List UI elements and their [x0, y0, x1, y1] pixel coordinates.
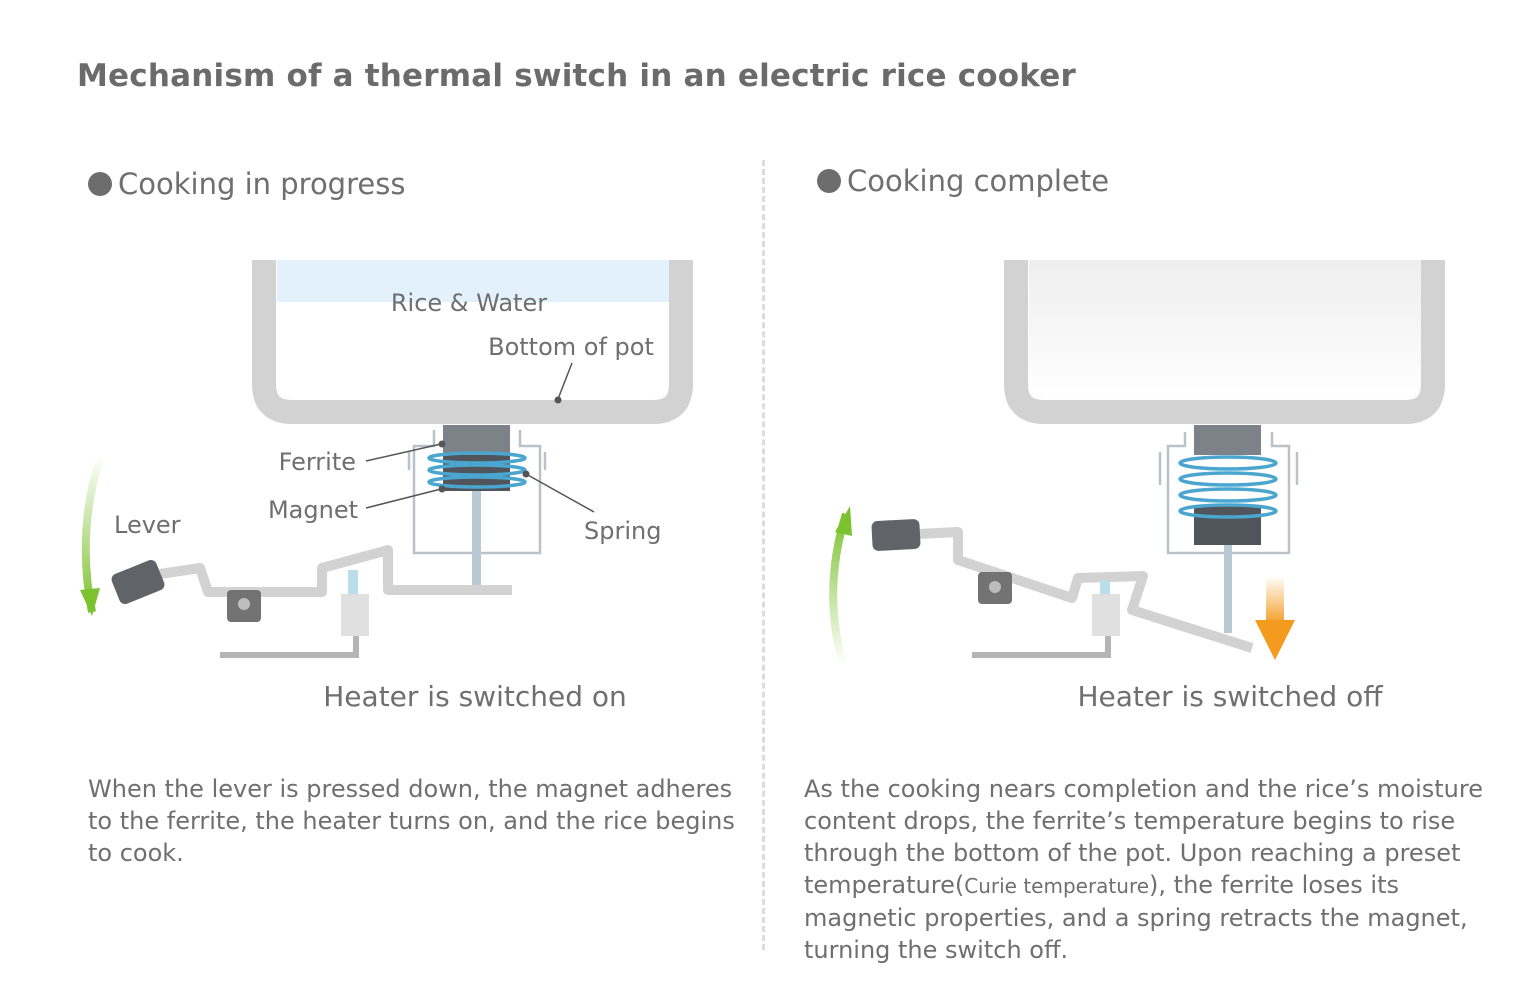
left-lever-handle — [111, 559, 165, 605]
bullet-icon — [817, 169, 841, 193]
label-lever: Lever — [114, 511, 181, 539]
left-heading-text: Cooking in progress — [118, 167, 406, 201]
right-spring-coil — [1178, 455, 1278, 519]
left-spring-coil — [427, 451, 527, 489]
rice-water — [277, 260, 669, 302]
left-ferrite — [443, 425, 510, 455]
left-wire — [220, 636, 359, 658]
bullet-icon — [88, 172, 112, 196]
right-description: As the cooking nears completion and the … — [804, 775, 1483, 964]
right-pot — [1004, 260, 1445, 424]
left-section-heading: Cooking in progress — [88, 167, 405, 201]
left-status: Heater is switched on — [323, 680, 627, 713]
label-magnet: Magnet — [268, 496, 358, 524]
right-diagram: Heater is switched off — [829, 260, 1445, 713]
left-switch — [341, 594, 369, 636]
section-divider — [762, 160, 765, 950]
label-bottom-of-pot: Bottom of pot — [488, 333, 654, 361]
left-switch-pin — [348, 570, 358, 596]
right-ferrite — [1194, 425, 1261, 455]
right-pot-interior — [1029, 260, 1421, 400]
right-rod — [1224, 545, 1232, 633]
left-rod — [472, 491, 481, 587]
right-status: Heater is switched off — [1077, 680, 1383, 713]
drop-arrow-shaft — [1266, 576, 1284, 626]
right-wire — [972, 636, 1111, 658]
right-switch — [1092, 594, 1120, 636]
left-description: When the lever is pressed down, the magn… — [88, 775, 735, 867]
right-lever — [917, 527, 1254, 653]
right-section-heading: Cooking complete — [817, 164, 1109, 198]
diagram-title: Mechanism of a thermal switch in an elec… — [77, 58, 1076, 94]
label-spring: Spring — [584, 517, 661, 545]
left-lever — [159, 545, 512, 597]
curie-temperature-term: Curie temperature — [964, 874, 1150, 898]
down-arrow-icon — [1255, 620, 1295, 660]
right-lever-handle — [871, 519, 921, 551]
lever-up-arrow-icon — [829, 512, 850, 667]
label-ferrite: Ferrite — [279, 448, 356, 476]
label-rice-water: Rice & Water — [391, 289, 547, 317]
left-pot — [252, 260, 693, 424]
left-diagram: Rice & Water Bottom of pot Ferrite Magne… — [80, 260, 693, 713]
right-switch-pin — [1100, 580, 1110, 594]
right-heading-text: Cooking complete — [847, 164, 1110, 198]
right-magnet — [1194, 505, 1261, 545]
